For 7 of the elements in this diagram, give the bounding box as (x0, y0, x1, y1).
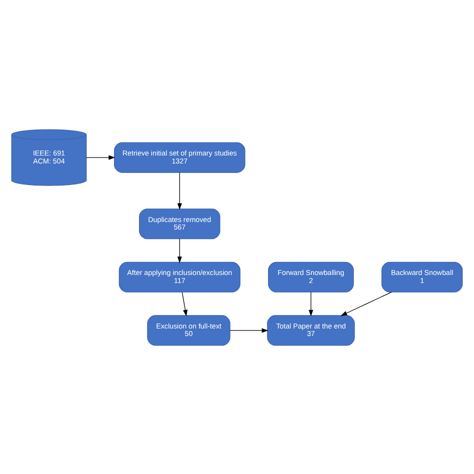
arrow (230, 328, 268, 332)
arrow (177, 172, 182, 210)
arrow (177, 238, 182, 263)
arrow (182, 291, 188, 316)
arrow (340, 291, 392, 316)
arrow (86, 154, 116, 160)
arrow (308, 291, 314, 316)
